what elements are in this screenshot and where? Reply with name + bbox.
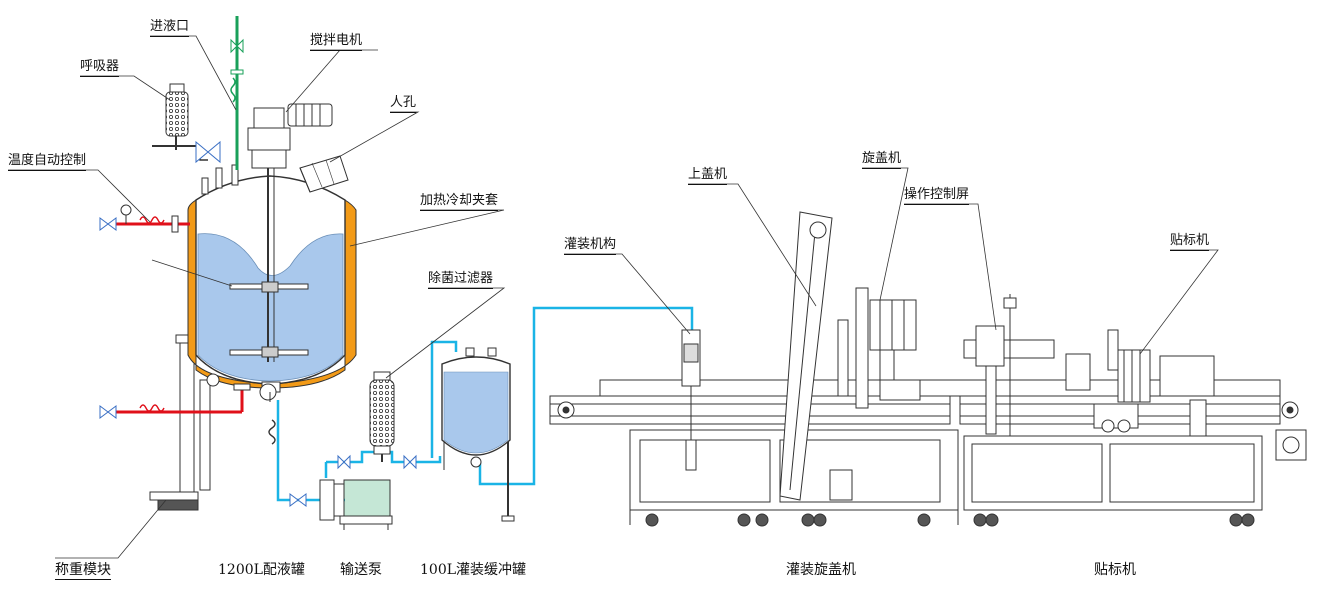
- temperature-control-line: [99, 204, 251, 419]
- label-manhole: 人孔: [390, 95, 417, 113]
- transfer-pump: [319, 479, 393, 530]
- buffer-tank: [441, 347, 515, 522]
- agitator-motor: [247, 103, 333, 169]
- caption-buffer-tank: 100L灌装缓冲罐: [420, 562, 527, 578]
- filling-capping-machine: [549, 211, 1281, 527]
- label-breather: 呼吸器: [80, 59, 120, 77]
- caption-filling-capping: 灌装旋盖机: [786, 562, 856, 578]
- label-control-screen: 操作控制屏: [904, 187, 970, 205]
- label-cap-feeder: 上盖机: [688, 167, 728, 185]
- mixing-tank: [149, 150, 357, 511]
- manhole: [299, 155, 349, 193]
- caption-labeling-machine: 贴标机: [1094, 562, 1136, 578]
- valve-icon: [289, 493, 299, 507]
- caption-mixing-tank: 1200L配液罐: [218, 562, 305, 578]
- inlet-line: [230, 16, 244, 170]
- label-jacket: 加热冷却夹套: [420, 193, 499, 211]
- label-mixer-motor: 搅拌电机: [310, 33, 363, 51]
- label-temperature-control: 温度自动控制: [8, 153, 87, 171]
- caption-weighing-module: 称重模块: [55, 562, 111, 580]
- breather: [152, 83, 221, 164]
- label-sterile-filter: 除菌过滤器: [428, 271, 494, 289]
- sterile-filter: [337, 371, 417, 470]
- load-cell: [149, 491, 199, 511]
- label-inlet: 进液口: [150, 19, 190, 37]
- caption-transfer-pump: 输送泵: [340, 562, 382, 578]
- labeling-machine: [959, 294, 1307, 527]
- label-filling-mechanism: 灌装机构: [564, 237, 617, 255]
- label-labeler: 贴标机: [1170, 233, 1210, 251]
- valve-icon: [297, 493, 307, 507]
- flex-hose-icon: [268, 419, 276, 445]
- label-capper: 旋盖机: [862, 151, 902, 169]
